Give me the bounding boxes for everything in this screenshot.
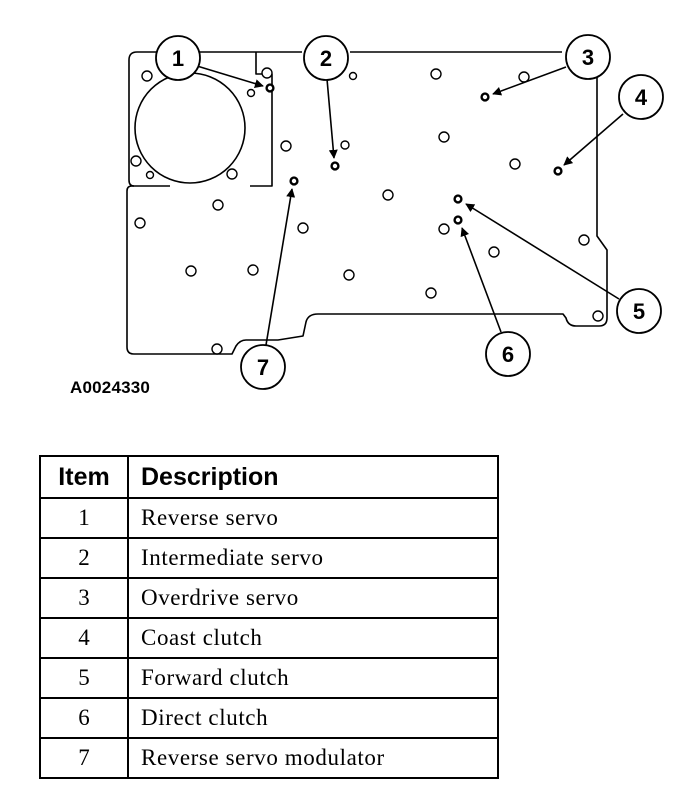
legend-row: 4 Coast clutch xyxy=(39,617,499,659)
callout-balloons: 1 2 3 4 5 6 7 xyxy=(155,34,664,390)
identified-passages xyxy=(265,83,563,225)
legend-item-description: Coast clutch xyxy=(127,617,499,659)
legend-row: 3 Overdrive servo xyxy=(39,577,499,619)
legend-row: 5 Forward clutch xyxy=(39,657,499,699)
callout-7: 7 xyxy=(240,344,286,390)
leader-3 xyxy=(492,66,567,96)
legend-item-number: 5 xyxy=(39,657,129,699)
leader-5 xyxy=(465,203,620,300)
legend-item-description: Intermediate servo xyxy=(127,537,499,579)
separator-plate-diagram: 1 2 3 4 5 6 7 xyxy=(126,34,664,390)
legend-header-row: Item Description xyxy=(39,455,499,499)
legend-table: Item Description 1 Reverse servo 2 Inter… xyxy=(39,455,499,779)
callout-1-label: 1 xyxy=(172,46,184,71)
legend-item-number: 7 xyxy=(39,737,129,779)
callout-5: 5 xyxy=(616,288,662,334)
legend-item-number: 6 xyxy=(39,697,129,739)
legend-row: 2 Intermediate servo xyxy=(39,537,499,579)
description-column-header: Description xyxy=(127,455,499,499)
legend-item-description: Overdrive servo xyxy=(127,577,499,619)
legend-item-number: 2 xyxy=(39,537,129,579)
legend-row: 6 Direct clutch xyxy=(39,697,499,739)
large-bore xyxy=(134,72,246,184)
plate-holes xyxy=(130,67,604,355)
legend-item-description: Direct clutch xyxy=(127,697,499,739)
callout-6: 6 xyxy=(485,331,531,377)
callout-6-label: 6 xyxy=(502,342,514,367)
legend-item-description: Forward clutch xyxy=(127,657,499,699)
leader-arrows xyxy=(196,65,624,346)
plate-outline xyxy=(126,51,608,355)
legend-row: 7 Reverse servo modulator xyxy=(39,737,499,779)
callout-4-label: 4 xyxy=(635,85,648,110)
leader-1 xyxy=(196,65,264,88)
legend-item-description: Reverse servo xyxy=(127,497,499,539)
callout-3-label: 3 xyxy=(582,45,594,70)
legend-item-number: 4 xyxy=(39,617,129,659)
legend-item-number: 3 xyxy=(39,577,129,619)
callout-2-label: 2 xyxy=(320,46,332,71)
figure-id: A0024330 xyxy=(70,378,151,397)
leader-7 xyxy=(265,188,296,346)
callout-5-label: 5 xyxy=(633,299,645,324)
legend-item-number: 1 xyxy=(39,497,129,539)
callout-1: 1 xyxy=(155,35,201,81)
leader-4 xyxy=(563,113,624,166)
callout-3: 3 xyxy=(565,34,611,80)
callout-4: 4 xyxy=(618,74,664,120)
callout-2: 2 xyxy=(303,35,349,81)
legend-row: 1 Reverse servo xyxy=(39,497,499,539)
callout-7-label: 7 xyxy=(257,355,269,380)
item-column-header: Item xyxy=(39,455,129,499)
leader-6 xyxy=(460,227,502,333)
legend-item-description: Reverse servo modulator xyxy=(127,737,499,779)
leader-2 xyxy=(326,78,338,159)
